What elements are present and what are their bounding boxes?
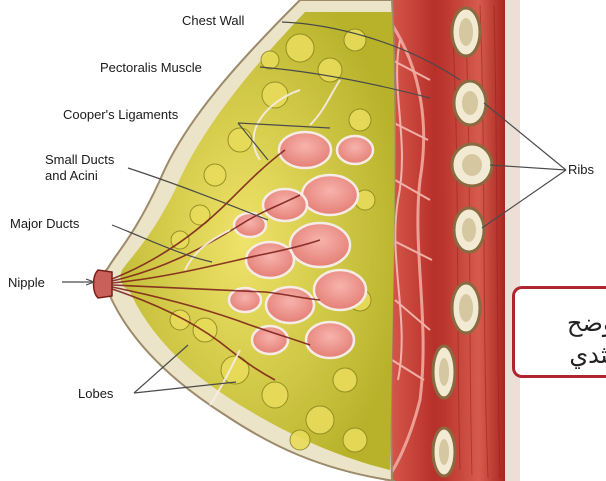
label-nipple: Nipple xyxy=(8,275,45,290)
label-lobes: Lobes xyxy=(78,386,114,401)
label-small-ducts-line2: and Acini xyxy=(45,168,98,183)
label-pectoralis-muscle: Pectoralis Muscle xyxy=(100,60,202,75)
label-major-ducts: Major Ducts xyxy=(10,216,80,231)
caption-line-1: يوضح xyxy=(567,309,606,337)
label-ribs: Ribs xyxy=(568,162,595,177)
caption-line-2: الثدي xyxy=(569,341,606,369)
arabic-caption-box: يوضح الثدي xyxy=(512,286,606,378)
label-small-ducts-line1: Small Ducts xyxy=(45,152,115,167)
label-chest-wall: Chest Wall xyxy=(182,13,244,28)
label-coopers-ligaments: Cooper's Ligaments xyxy=(63,107,179,122)
